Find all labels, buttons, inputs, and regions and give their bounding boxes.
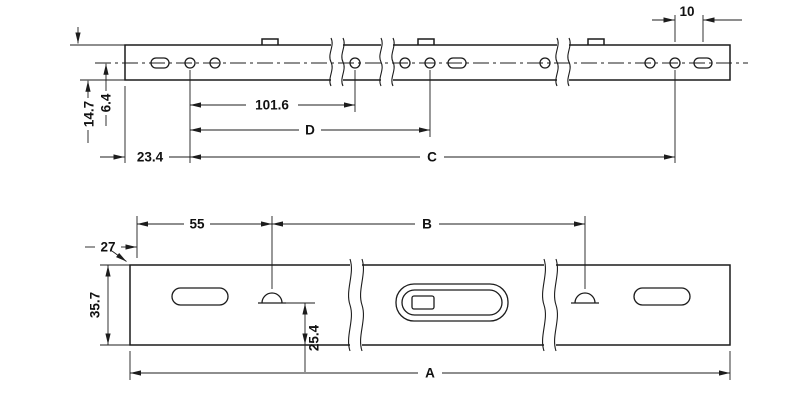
dim-label-d: D: [305, 123, 315, 138]
break-line: [360, 258, 364, 352]
slot-hole: [171, 287, 229, 306]
break-line: [348, 258, 352, 352]
dim-label-23-4: 23.4: [137, 150, 164, 165]
dimension-10: 10: [652, 4, 742, 42]
mounting-tab: [417, 38, 435, 45]
dimension-27: 27: [85, 240, 137, 262]
slot-hole: [633, 287, 691, 306]
dimension-35-7: 35.7: [88, 264, 130, 346]
dimension-101-6: 101.6: [189, 70, 356, 163]
dim-label-27: 27: [100, 240, 115, 255]
dim-label-14-7: 14.7: [82, 101, 97, 127]
slot-hole: [693, 57, 713, 69]
dimension-d: D: [190, 70, 431, 138]
rail-segment: [362, 264, 544, 346]
rail-segment: [569, 44, 731, 81]
lanced-tab: [571, 292, 599, 304]
round-hole: [644, 57, 656, 69]
rail-segment: [393, 44, 557, 81]
dim-label-b: B: [422, 217, 432, 232]
mounting-tab: [587, 38, 605, 45]
break-line: [554, 258, 558, 352]
break-line: [329, 37, 333, 87]
slot-hole: [447, 57, 467, 69]
dimension-25-4: 25.4: [286, 302, 322, 372]
rail-segment: [343, 44, 381, 81]
dim-label-55: 55: [189, 217, 205, 232]
break-line: [391, 37, 395, 87]
round-hole: [424, 57, 436, 69]
break-line: [341, 37, 345, 87]
top-view-side-profile: 10 14.7 6.4 101.6 D: [70, 4, 748, 165]
rail-segment: [124, 44, 331, 81]
dim-label-35-7: 35.7: [88, 292, 103, 318]
dim-label-101-6: 101.6: [255, 98, 289, 113]
center-slot-inner: [401, 289, 503, 316]
dimension-heights: 14.7 6.4: [70, 27, 125, 143]
break-line: [379, 37, 383, 87]
rail-segment: [556, 264, 731, 346]
rectangular-hole: [411, 295, 435, 310]
round-hole: [669, 57, 681, 69]
round-hole: [399, 57, 411, 69]
dimension-23-4-and-c: 23.4 C: [100, 70, 676, 165]
dimension-55-and-b: 55 B: [136, 216, 586, 289]
break-line: [542, 258, 546, 352]
dim-label-6-4: 6.4: [99, 93, 114, 112]
bottom-view-plan: 55 B 27 35.7 25.4: [85, 216, 731, 381]
center-slot-outer: [395, 283, 509, 322]
dim-label-10: 10: [679, 4, 694, 19]
dim-label-25-4: 25.4: [307, 324, 322, 351]
rail-segment: [129, 264, 350, 346]
corner-reference-arrow: [111, 250, 127, 262]
dim-label-a: A: [425, 366, 435, 381]
break-line: [567, 37, 571, 87]
round-hole: [349, 57, 361, 69]
lanced-tab: [258, 292, 286, 304]
round-hole: [539, 57, 551, 69]
slot-hole: [150, 57, 170, 69]
round-hole: [184, 57, 196, 69]
break-line: [555, 37, 559, 87]
round-hole: [209, 57, 221, 69]
mounting-tab: [261, 38, 279, 45]
dim-label-c: C: [427, 150, 437, 165]
dimension-a: A: [129, 351, 731, 381]
